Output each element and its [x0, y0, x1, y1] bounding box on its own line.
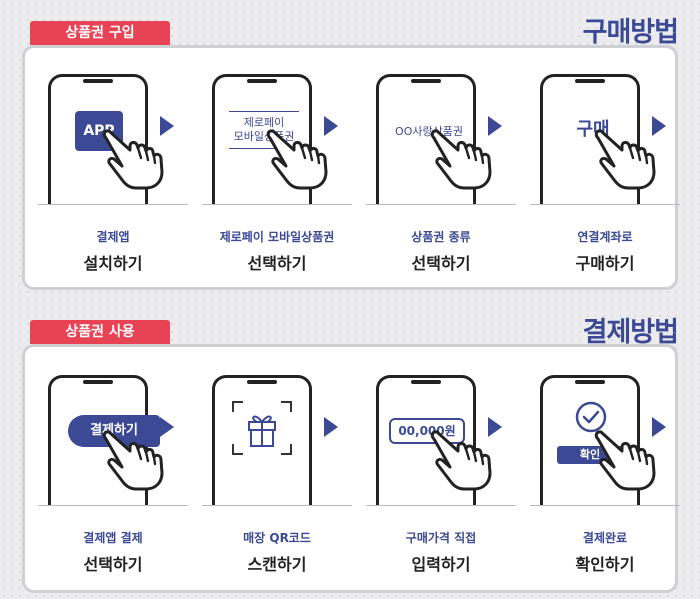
- purchase-title: 구매방법: [582, 17, 679, 48]
- step-caption-top: 결제앱: [96, 230, 130, 244]
- phone-notch: [411, 380, 441, 384]
- usage-title: 결제방법: [582, 317, 679, 348]
- step-caption-bottom: 입력하기: [411, 555, 471, 574]
- pointing-hand-icon: [592, 427, 662, 493]
- pointing-hand-icon: [428, 126, 498, 192]
- step-caption-bottom: 구매하기: [575, 254, 635, 273]
- usage-step-1: 결제하기 결제앱 결제 선택하기: [38, 357, 198, 597]
- phone-notch: [411, 79, 441, 83]
- step-caption-bottom: 설치하기: [83, 254, 143, 273]
- voucher-type-option[interactable]: OO사랑상품권: [395, 125, 463, 138]
- usage-step-2: 매장 QR코드 스캔하기: [202, 357, 362, 597]
- next-arrow-icon: [160, 116, 174, 136]
- purchase-section: 상품권 구입 구매방법 APP 결제앱 설치하기 제로페이 모바일상품권: [0, 0, 700, 295]
- divider: [202, 204, 352, 205]
- pointing-hand-icon: [428, 427, 498, 493]
- usage-step-3: 00,000원 구매가격 직접 입력하기: [366, 357, 526, 597]
- purchase-step-2: 제로페이 모바일상품권 제로페이 모바일상품권 선택하기: [202, 56, 362, 296]
- next-arrow-icon: [488, 417, 502, 437]
- purchase-panel: APP 결제앱 설치하기 제로페이 모바일상품권 제로페이 모바일상품권 선택하…: [22, 45, 680, 290]
- purchase-step-3: OO사랑상품권 상품권 종류 선택하기: [366, 56, 526, 296]
- phone-notch: [575, 380, 605, 384]
- step-caption-top: 결제완료: [582, 531, 628, 545]
- divider: [38, 505, 188, 506]
- pointing-hand-icon: [100, 427, 170, 493]
- usage-tag: 상품권 사용: [30, 320, 170, 344]
- next-arrow-icon: [324, 116, 338, 136]
- next-arrow-icon: [652, 116, 666, 136]
- step-caption-bottom: 선택하기: [411, 254, 471, 273]
- next-arrow-icon: [652, 417, 666, 437]
- purchase-step-1: APP 결제앱 설치하기: [38, 56, 198, 296]
- usage-section: 상품권 사용 결제방법 결제하기 결제앱 결제 선택하기: [0, 300, 700, 599]
- phone-frame: [212, 375, 312, 505]
- step-caption-bottom: 확인하기: [575, 555, 635, 574]
- phone-frame: OO사랑상품권: [376, 74, 476, 204]
- divider: [530, 505, 680, 506]
- phone-notch: [247, 79, 277, 83]
- pointing-hand-icon: [264, 126, 334, 192]
- step-caption-bottom: 스캔하기: [247, 555, 307, 574]
- screen-line-1: 제로페이: [243, 116, 285, 129]
- divider: [366, 505, 516, 506]
- usage-panel: 결제하기 결제앱 결제 선택하기 매장 QR코드 스캔하기: [22, 344, 680, 593]
- step-caption-top: 제로페이 모바일상품권: [219, 230, 335, 244]
- step-caption-top: 구매가격 직접: [405, 531, 477, 545]
- divider: [530, 204, 680, 205]
- next-arrow-icon: [160, 417, 174, 437]
- phone-notch: [83, 380, 113, 384]
- usage-step-4: 확인 결제완료 확인하기: [530, 357, 690, 597]
- step-caption-bottom: 선택하기: [83, 555, 143, 574]
- pointing-hand-icon: [100, 126, 170, 192]
- step-caption-top: 연결계좌로: [577, 230, 633, 244]
- phone-frame: 00,000원: [376, 375, 476, 505]
- next-arrow-icon: [324, 417, 338, 437]
- phone-notch: [247, 380, 277, 384]
- pointing-hand-icon: [592, 126, 662, 192]
- divider: [202, 505, 352, 506]
- phone-notch: [575, 79, 605, 83]
- gift-qr-icon: [232, 401, 292, 455]
- divider: [38, 204, 188, 205]
- purchase-tag: 상품권 구입: [30, 21, 170, 45]
- step-caption-top: 결제앱 결제: [83, 531, 143, 545]
- divider: [366, 204, 516, 205]
- step-caption-bottom: 선택하기: [247, 254, 307, 273]
- next-arrow-icon: [488, 116, 502, 136]
- purchase-step-4: 구매 연결계좌로 구매하기: [530, 56, 690, 296]
- phone-notch: [83, 79, 113, 83]
- step-caption-top: 매장 QR코드: [243, 531, 311, 545]
- step-caption-top: 상품권 종류: [411, 230, 471, 244]
- check-circle-icon: [575, 401, 607, 433]
